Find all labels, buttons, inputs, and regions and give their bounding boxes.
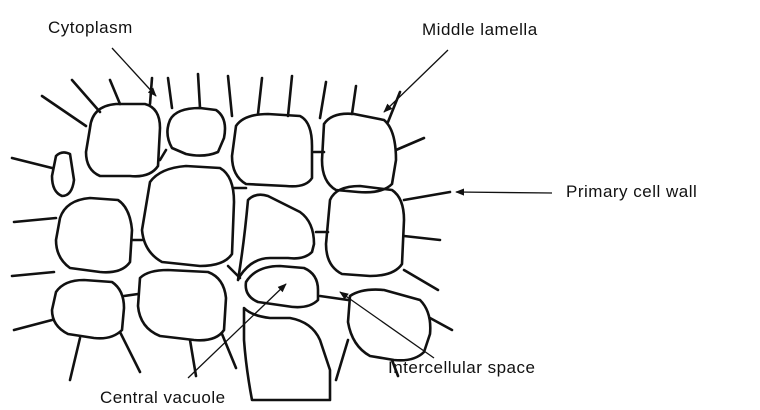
cytoplasm-arrow: [112, 48, 156, 96]
label-central-vacuole: Central vacuole: [100, 388, 226, 408]
label-primary-cell-wall: Primary cell wall: [566, 182, 697, 202]
intercellular-space-arrow: [340, 292, 434, 358]
cell: [232, 114, 312, 186]
cell: [138, 270, 226, 340]
label-middle-lamella: Middle lamella: [422, 20, 538, 40]
primary-cell-wall-arrow: [456, 192, 552, 193]
cell: [167, 108, 225, 156]
cell-walls: [52, 104, 430, 400]
cell: [322, 114, 396, 193]
cell: [244, 308, 330, 400]
cell: [56, 198, 132, 272]
label-arrows: [112, 48, 552, 378]
label-cytoplasm: Cytoplasm: [48, 18, 133, 38]
cell: [246, 266, 318, 307]
cell: [326, 186, 404, 276]
cell: [52, 152, 74, 196]
cell: [348, 290, 430, 361]
cell: [52, 280, 124, 338]
central-vacuole-arrow: [188, 284, 286, 378]
cell: [86, 104, 160, 176]
cell: [142, 166, 234, 266]
middle-lamella-arrow: [384, 50, 448, 112]
label-intercellular-space: Intercellular space: [388, 358, 535, 378]
